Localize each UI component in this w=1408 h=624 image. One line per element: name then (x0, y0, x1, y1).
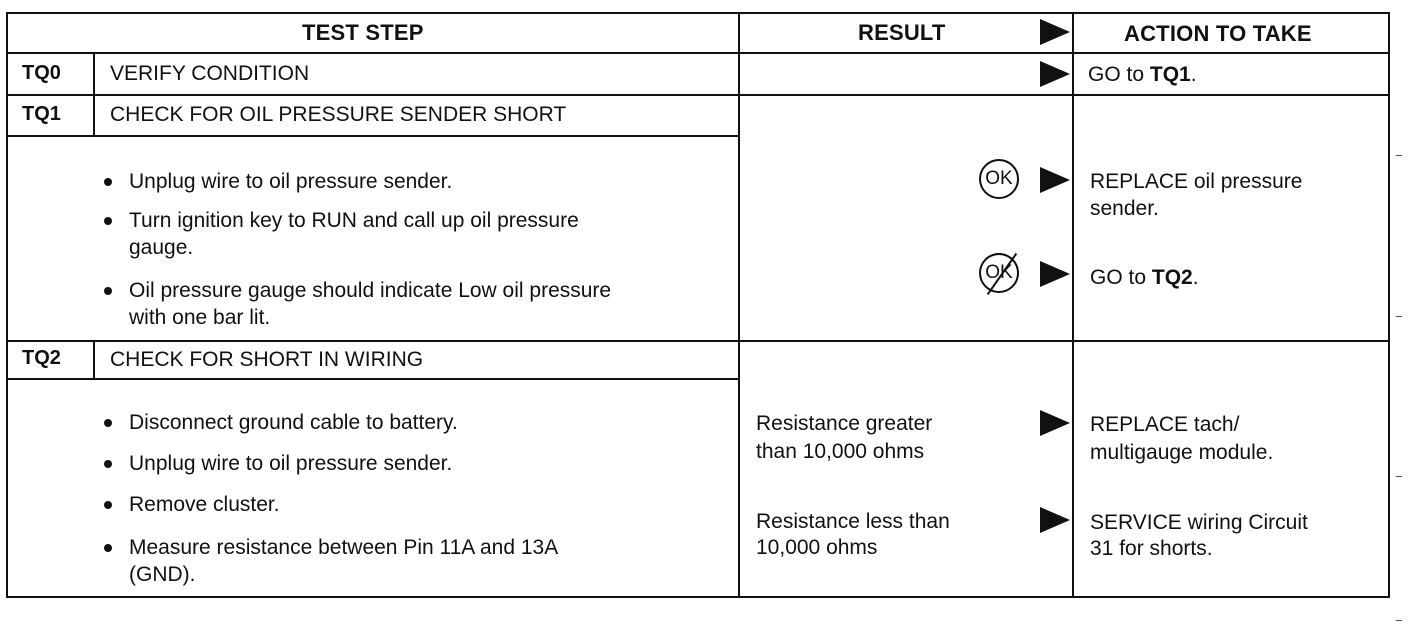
rule-action-col (1072, 12, 1074, 598)
action-tq2-greater-continued: multigauge module. (1090, 441, 1274, 464)
action-tq1-not-ok: GO to TQ2. (1090, 264, 1199, 291)
step-item: Unplug wire to oil pressure sender. (129, 170, 453, 193)
action-punct: . (1192, 266, 1199, 289)
action-text: GO to (1088, 63, 1145, 86)
not-ok-result-icon: OK (979, 252, 1019, 296)
rule-header-bottom (6, 52, 1390, 54)
right-arrow-icon (1040, 261, 1070, 287)
right-arrow-icon (1040, 410, 1070, 436)
bullet-icon (104, 460, 112, 468)
action-tq2-less-continued: 31 for shorts. (1090, 537, 1213, 560)
step-item: Disconnect ground cable to battery. (129, 411, 458, 434)
bullet-icon (104, 544, 112, 552)
bullet-icon (104, 501, 112, 509)
rule-left (6, 12, 8, 598)
rule-tq1-title-bottom (6, 135, 740, 137)
right-arrow-icon (1040, 19, 1070, 45)
rule-bottom (6, 596, 1390, 598)
margin-tick (1396, 620, 1402, 621)
action-step-ref: TQ2 (1151, 266, 1193, 289)
action-tq2-less: SERVICE wiring Circuit (1090, 511, 1308, 534)
step-title-tq2: CHECK FOR SHORT IN WIRING (110, 348, 424, 371)
rule-code-col (93, 340, 95, 380)
action-punct: . (1190, 63, 1197, 86)
header-result: RESULT (858, 20, 946, 45)
action-tq1-ok: REPLACE oil pressure (1090, 170, 1303, 193)
step-code-tq1: TQ1 (22, 103, 61, 125)
action-tq0: GO to TQ1. (1088, 61, 1197, 88)
result-tq2-less-continued: 10,000 ohms (756, 536, 878, 559)
step-title-tq1: CHECK FOR OIL PRESSURE SENDER SHORT (110, 103, 567, 126)
diagnostic-table: TEST STEP RESULT ACTION TO TAKE TQ0 VERI… (6, 12, 1390, 598)
action-step-ref: TQ1 (1149, 63, 1191, 86)
right-arrow-icon (1040, 61, 1070, 87)
step-code-tq0: TQ0 (22, 62, 61, 84)
step-item: Unplug wire to oil pressure sender. (129, 452, 453, 475)
result-tq2-greater-continued: than 10,000 ohms (756, 440, 925, 463)
rule-top (6, 12, 1390, 14)
result-tq2-greater: Resistance greater (756, 412, 933, 435)
step-item: Turn ignition key to RUN and call up oil… (129, 209, 579, 232)
rule-code-col (93, 94, 95, 137)
rule-code-col (93, 52, 95, 96)
right-arrow-icon (1040, 507, 1070, 533)
step-item-continued: gauge. (129, 236, 194, 259)
bullet-icon (104, 178, 112, 186)
action-text: GO to (1090, 266, 1147, 289)
bullet-icon (104, 419, 112, 427)
action-tq2-greater: REPLACE tach/ (1090, 413, 1240, 436)
bullet-icon (104, 287, 112, 295)
header-test-step: TEST STEP (302, 20, 424, 45)
margin-tick (1396, 476, 1402, 477)
right-arrow-icon (1040, 167, 1070, 193)
action-tq1-ok-continued: sender. (1090, 197, 1159, 220)
step-item-continued: (GND). (129, 563, 196, 586)
step-item: Oil pressure gauge should indicate Low o… (129, 279, 612, 302)
rule-tq0-bottom (6, 94, 1390, 96)
margin-tick (1396, 155, 1402, 156)
result-tq2-less: Resistance less than (756, 510, 950, 533)
step-title-tq0: VERIFY CONDITION (110, 62, 310, 85)
step-item-continued: with one bar lit. (129, 306, 271, 329)
bullet-icon (104, 217, 112, 225)
rule-tq1-bottom (6, 340, 1390, 342)
rule-result-col (738, 12, 740, 598)
step-item: Measure resistance between Pin 11A and 1… (129, 536, 559, 559)
header-action: ACTION TO TAKE (1124, 21, 1312, 46)
ok-result-icon: OK (979, 159, 1019, 199)
rule-right (1388, 12, 1390, 598)
margin-tick (1396, 316, 1402, 317)
step-code-tq2: TQ2 (22, 347, 61, 369)
step-item: Remove cluster. (129, 493, 280, 516)
rule-tq2-title-bottom (6, 378, 740, 380)
